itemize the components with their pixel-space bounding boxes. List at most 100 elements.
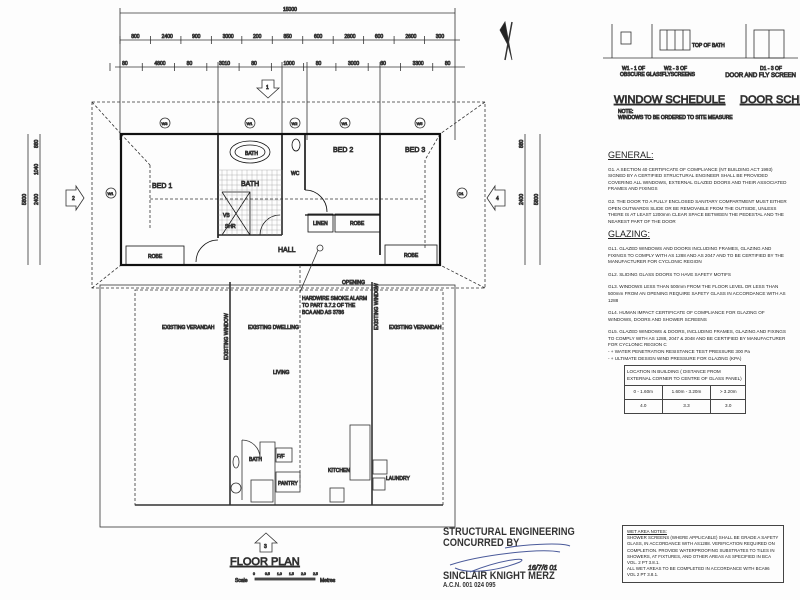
dimension-label: 2600 [405, 34, 416, 40]
dimension-label: 300 [436, 34, 445, 40]
window-tag-label: W1 [108, 191, 115, 196]
window-tag-label: D1 [459, 191, 465, 196]
window-tag-label: W2 [292, 121, 299, 126]
existing-window-note: EXISTING WINDOW [224, 313, 230, 360]
dimension-label: 80 [316, 61, 322, 67]
dimension-label: 80 [187, 61, 193, 67]
schedule-elevations [603, 24, 798, 59]
wet-area-title: WET AREA NOTES: [627, 529, 667, 534]
dimension-label: 3000 [348, 61, 359, 67]
window-schedule-title: WINDOW SCHEDULE [614, 94, 725, 106]
window-tag [159, 117, 171, 129]
window-w1-note: OBSCURE GLASS [620, 72, 663, 78]
window-tag-label: W5 [417, 121, 424, 126]
scale-tick: 0.5 [265, 572, 270, 576]
section-marker-3 [253, 532, 279, 553]
schedule-note-text: WINDOWS TO BE ORDERED TO SITE MEASURE [618, 115, 733, 121]
dimension-label: 3000 [223, 34, 234, 40]
note-gl1: GL1. GLAZED WINDOWS AND DOORS INCLUDING … [608, 245, 784, 265]
smoke-alarm-note: BCA AND AS 3786 [302, 310, 344, 316]
wet-area-text-2: ALL WET AREAS TO BE COMPLETED IN ACCORDA… [627, 566, 770, 578]
section-marker-1 [255, 79, 281, 99]
room-bath: BATH [241, 181, 259, 188]
smoke-alarm-note: TO PART 3.7.2 OF THE [302, 303, 356, 309]
note-g1: G1. A SECTION 40 CERTIFICATE OF COMPLIAN… [608, 166, 787, 192]
dimension-label: 3010 [219, 61, 230, 67]
stamp-line-1: STRUCTURAL ENGINEERING [443, 526, 575, 538]
door-d1-note: DOOR AND FLY SCREEN [725, 73, 796, 79]
window-w2-note: FLYSCREENS [662, 72, 696, 78]
section-marker-4 [486, 184, 506, 212]
room-kitchen: KITCHEN [328, 468, 350, 474]
dimension-label: 200 [253, 34, 262, 40]
tile-grid [218, 169, 283, 236]
area-existing-verandah-left: EXISTING VERANDAH [162, 325, 215, 331]
wet-area-notes: WET AREA NOTES: SHOWER SCREENS (WHERE AP… [622, 525, 784, 583]
dimension-label: 880 [519, 139, 525, 148]
bath-tub-label: BATH [245, 151, 258, 157]
linen-label: LINEN [313, 221, 328, 227]
scale-tick: 0 [253, 572, 255, 576]
robe-label-3: ROBE [404, 253, 419, 259]
table-cell: 3.3 [661, 399, 712, 414]
scale-unit: Metres [320, 578, 336, 584]
dimension-label: 80 [251, 61, 257, 67]
section-marker-4-label: 4 [496, 196, 499, 202]
dimension-overall: 15000 [283, 7, 297, 13]
general-notes: GENERAL: G1. A SECTION 40 CERTIFICATE OF… [608, 151, 790, 414]
table-cell: 1.60m - 3.20m [661, 385, 712, 401]
opening-label: OPENING [342, 280, 365, 286]
room-hall: HALL [278, 247, 296, 254]
dimension-lines-top [115, 8, 465, 140]
dimension-label: 1000 [284, 61, 295, 67]
dimension-label: 5800 [534, 194, 540, 205]
smoke-alarm-note: HARDWIRE SMOKE ALARM [302, 296, 367, 302]
plan-title: FLOOR PLAN [230, 556, 300, 568]
note-gl4: GL4. HUMAN IMPACT CERTIFICATE OF COMPLIA… [608, 310, 765, 322]
window-tag [339, 117, 351, 129]
dimension-label: 80 [380, 61, 386, 67]
note-gl5: GL5. GLAZED WINDOWS & DOORS, INCLUDING F… [608, 329, 786, 348]
table-cell: 4.0 [624, 399, 663, 414]
table-cell: 3.0 [710, 399, 746, 414]
stamp-acn: A.C.N. 001 024 095 [443, 582, 496, 589]
dimension-label: 600 [314, 34, 323, 40]
stamp-company: SINCLAIR KNIGHT MERZ [443, 570, 555, 582]
dimension-label: 2400 [34, 194, 40, 205]
signature-date: 16/7/6 01 [528, 565, 557, 572]
window-w1-code: W1 - 1 OF [622, 66, 645, 72]
scale-tick: 1.5 [289, 572, 294, 576]
dimension-label: 3300 [413, 61, 424, 67]
section-marker-2 [65, 184, 85, 212]
engineering-stamp: STRUCTURAL ENGINEERING CONCURRED BY SINC… [443, 527, 575, 590]
section-marker-3-label: 3 [264, 544, 267, 550]
door-d1-code: D1 - 3 OF [760, 66, 782, 72]
scale-bar [254, 577, 316, 581]
note-bullet: - + WATER PENETRATION RESISTANCE TEST PR… [608, 349, 750, 355]
dimension-label: 2800 [344, 34, 355, 40]
shower-label: SHR [225, 224, 236, 230]
room-bed-3: BED 3 [405, 147, 425, 154]
note-bullet: - + ULTIMATE DESIGN WIND PRESSURE FOR GL… [608, 355, 742, 361]
dimension-label: 4800 [154, 61, 165, 67]
dimension-label: 2400 [519, 194, 525, 205]
room-living: LIVING [273, 370, 290, 376]
dimension-label: 600 [375, 34, 384, 40]
robe-label-2: ROBE [350, 221, 365, 227]
head-note: TOP OF BATH [692, 43, 725, 49]
note-g2: G2. THE DOOR TO A FULLY ENCLOSED SANITAR… [608, 198, 787, 224]
scale-tick: 2.0 [301, 572, 306, 576]
room-laundry: LAUNDRY [386, 476, 410, 482]
scale-label: Scale [235, 578, 248, 584]
room-bed-2: BED 2 [333, 147, 353, 154]
section-marker-1-label: 1 [266, 85, 269, 91]
wind-pressure-table: LOCATION IN BUILDING ( DISTANCE FROM EXT… [624, 365, 746, 414]
area-existing-verandah-right: EXISTING VERANDAH [389, 325, 442, 331]
window-tag [289, 117, 301, 129]
table-cell: 0 - 1.60m [624, 385, 663, 401]
